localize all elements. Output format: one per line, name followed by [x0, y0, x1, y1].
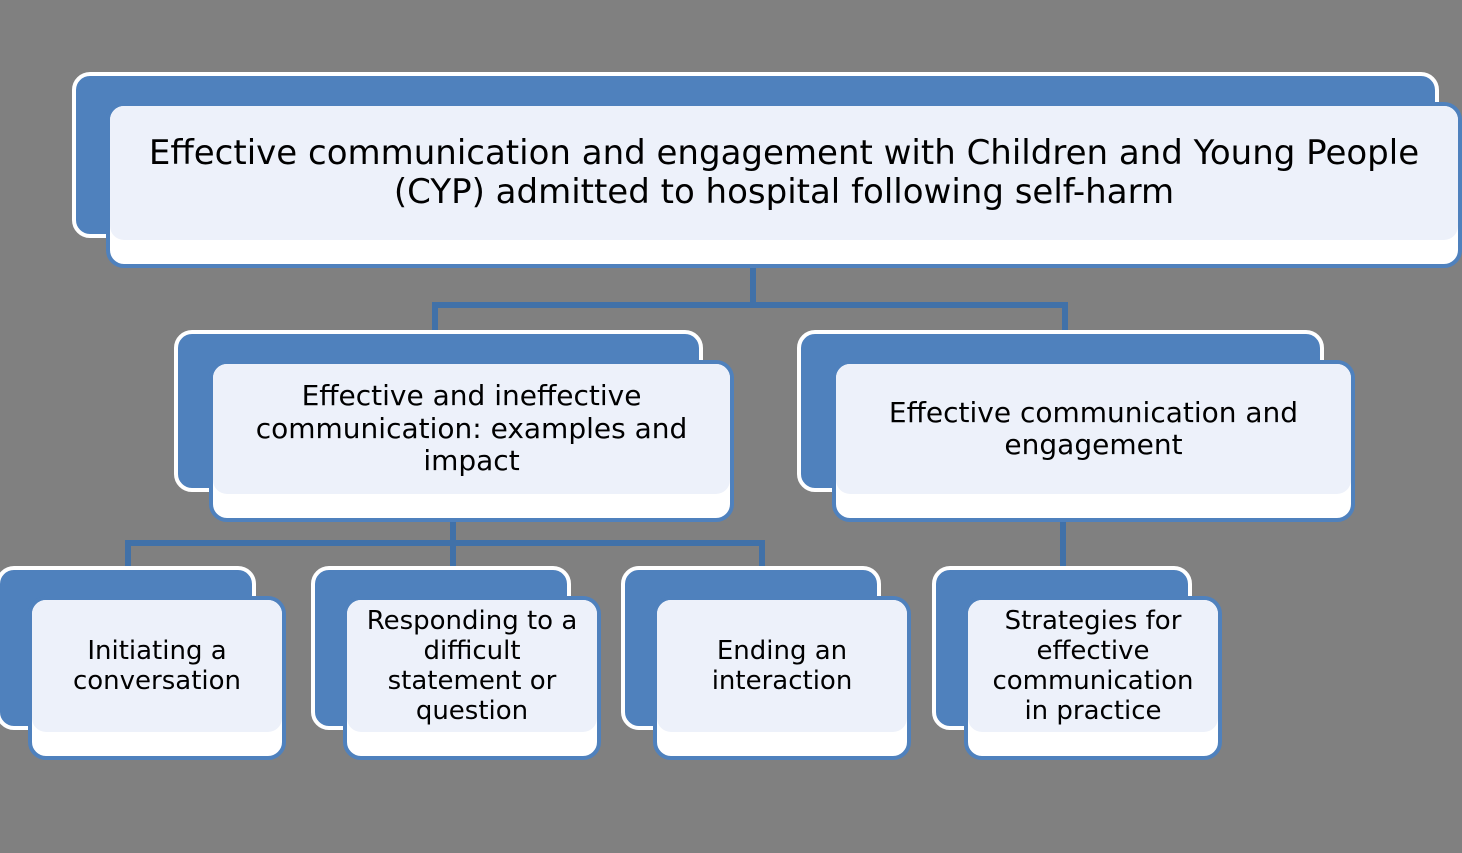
node-leaf-2-card[interactable]: Responding to a difficult statement or q…	[343, 596, 601, 760]
node-leaf-4-label: Strategies for effective communication i…	[992, 605, 1194, 727]
node-leaf-4-card[interactable]: Strategies for effective communication i…	[964, 596, 1222, 760]
node-leaf-strategies-for-effective-communication-in-practice[interactable]: Strategies for effective communication i…	[932, 566, 1222, 760]
connector-branch-a-bar	[125, 540, 765, 546]
connector-branch-a-to-leaf-3	[759, 540, 765, 568]
node-leaf-3-card[interactable]: Ending an interaction	[653, 596, 911, 760]
node-leaf-2-text-panel: Responding to a difficult statement or q…	[347, 600, 597, 732]
node-branch-effective-communication-engagement[interactable]: Effective communication and engagement	[797, 330, 1355, 522]
connector-root-to-left-branch	[432, 302, 438, 332]
node-leaf-1-card[interactable]: Initiating a conversation	[28, 596, 286, 760]
connector-branch-a-to-leaf-1	[125, 540, 131, 568]
node-branch-b-label: Effective communication and engagement	[888, 395, 1299, 461]
node-leaf-ending-an-interaction[interactable]: Ending an interaction	[621, 566, 911, 760]
node-leaf-1-label: Initiating a conversation	[72, 635, 242, 696]
node-branch-a-label: Effective and ineffective communication:…	[255, 379, 688, 478]
node-branch-a-text-panel: Effective and ineffective communication:…	[213, 364, 730, 494]
node-leaf-initiating-a-conversation[interactable]: Initiating a conversation	[0, 566, 286, 760]
node-leaf-1-text-panel: Initiating a conversation	[32, 600, 282, 732]
node-branch-effective-ineffective-communication[interactable]: Effective and ineffective communication:…	[174, 330, 734, 522]
node-branch-b-card[interactable]: Effective communication and engagement	[832, 360, 1355, 522]
connector-branch-a-to-leaf-2	[450, 540, 456, 568]
connector-branch-b-to-leaf-4	[1060, 492, 1066, 568]
node-branch-b-text-panel: Effective communication and engagement	[836, 364, 1351, 494]
node-branch-a-card[interactable]: Effective and ineffective communication:…	[209, 360, 734, 522]
node-root-card[interactable]: Effective communication and engagement w…	[106, 102, 1462, 268]
connector-root-stem	[750, 238, 756, 306]
node-leaf-3-text-panel: Ending an interaction	[657, 600, 907, 732]
connector-root-bar	[432, 302, 1068, 308]
connector-root-to-right-branch	[1062, 302, 1068, 332]
node-root-label: Effective communication and engagement w…	[148, 132, 1420, 212]
node-leaf-2-label: Responding to a difficult statement or q…	[366, 605, 578, 727]
node-root-text-panel: Effective communication and engagement w…	[110, 106, 1458, 240]
node-leaf-3-label: Ending an interaction	[711, 635, 853, 696]
node-root[interactable]: Effective communication and engagement w…	[72, 72, 1462, 268]
node-leaf-4-text-panel: Strategies for effective communication i…	[968, 600, 1218, 732]
node-leaf-responding-to-a-difficult-statement-or-question[interactable]: Responding to a difficult statement or q…	[311, 566, 601, 760]
